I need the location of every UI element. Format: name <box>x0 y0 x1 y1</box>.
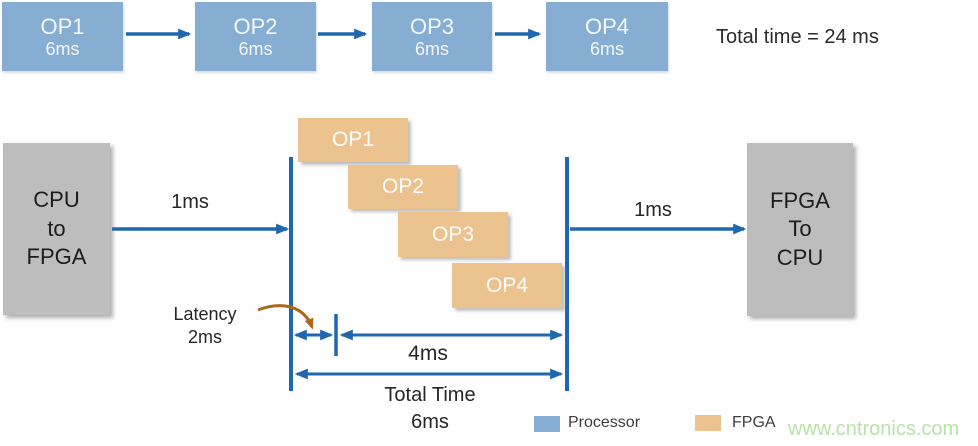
pipeline-op-box-4: OP4 <box>452 263 562 308</box>
seq-op-name: OP2 <box>233 13 278 39</box>
seq-op-name: OP4 <box>584 13 630 39</box>
latency-label: Latency 2ms <box>173 304 237 347</box>
seq-op-name: OP1 <box>40 13 85 39</box>
output-transfer-label: 1ms <box>634 199 672 221</box>
fpga-to-cpu-box: FPGA To CPU <box>747 143 853 316</box>
legend-processor-swatch <box>534 416 560 432</box>
latency-pointer-curve <box>257 304 314 330</box>
seq-op-box-3: OP3 6ms <box>372 2 492 71</box>
total-time-label: Total Time 6ms <box>384 384 476 433</box>
pipeline-op-box-1: OP1 <box>298 118 408 162</box>
seq-op-duration: 6ms <box>45 38 80 59</box>
seq-op-box-2: OP2 6ms <box>195 2 316 71</box>
watermark: www.cntronics.com <box>788 418 960 440</box>
pipeline-op-box-2: OP2 <box>348 165 458 209</box>
seq-op-name: OP3 <box>409 13 455 39</box>
legend-processor-label: Processor <box>568 414 641 431</box>
input-transfer-label: 1ms <box>171 191 209 213</box>
seq-op-duration: 6ms <box>589 38 624 59</box>
pipeline-op-box-3: OP3 <box>398 212 508 257</box>
cpu-to-fpga-box: CPU to FPGA <box>3 143 110 315</box>
legend-fpga-swatch <box>695 415 721 431</box>
seq-op-duration: 6ms <box>238 38 273 59</box>
seq-op-duration: 6ms <box>414 38 449 59</box>
sequential-total-label: Total time = 24 ms <box>716 26 879 48</box>
seq-op-box-4: OP4 6ms <box>546 2 668 71</box>
legend-fpga-label: FPGA <box>732 414 776 431</box>
seq-op-box-1: OP1 6ms <box>2 2 123 71</box>
span-4ms-label: 4ms <box>408 342 448 365</box>
